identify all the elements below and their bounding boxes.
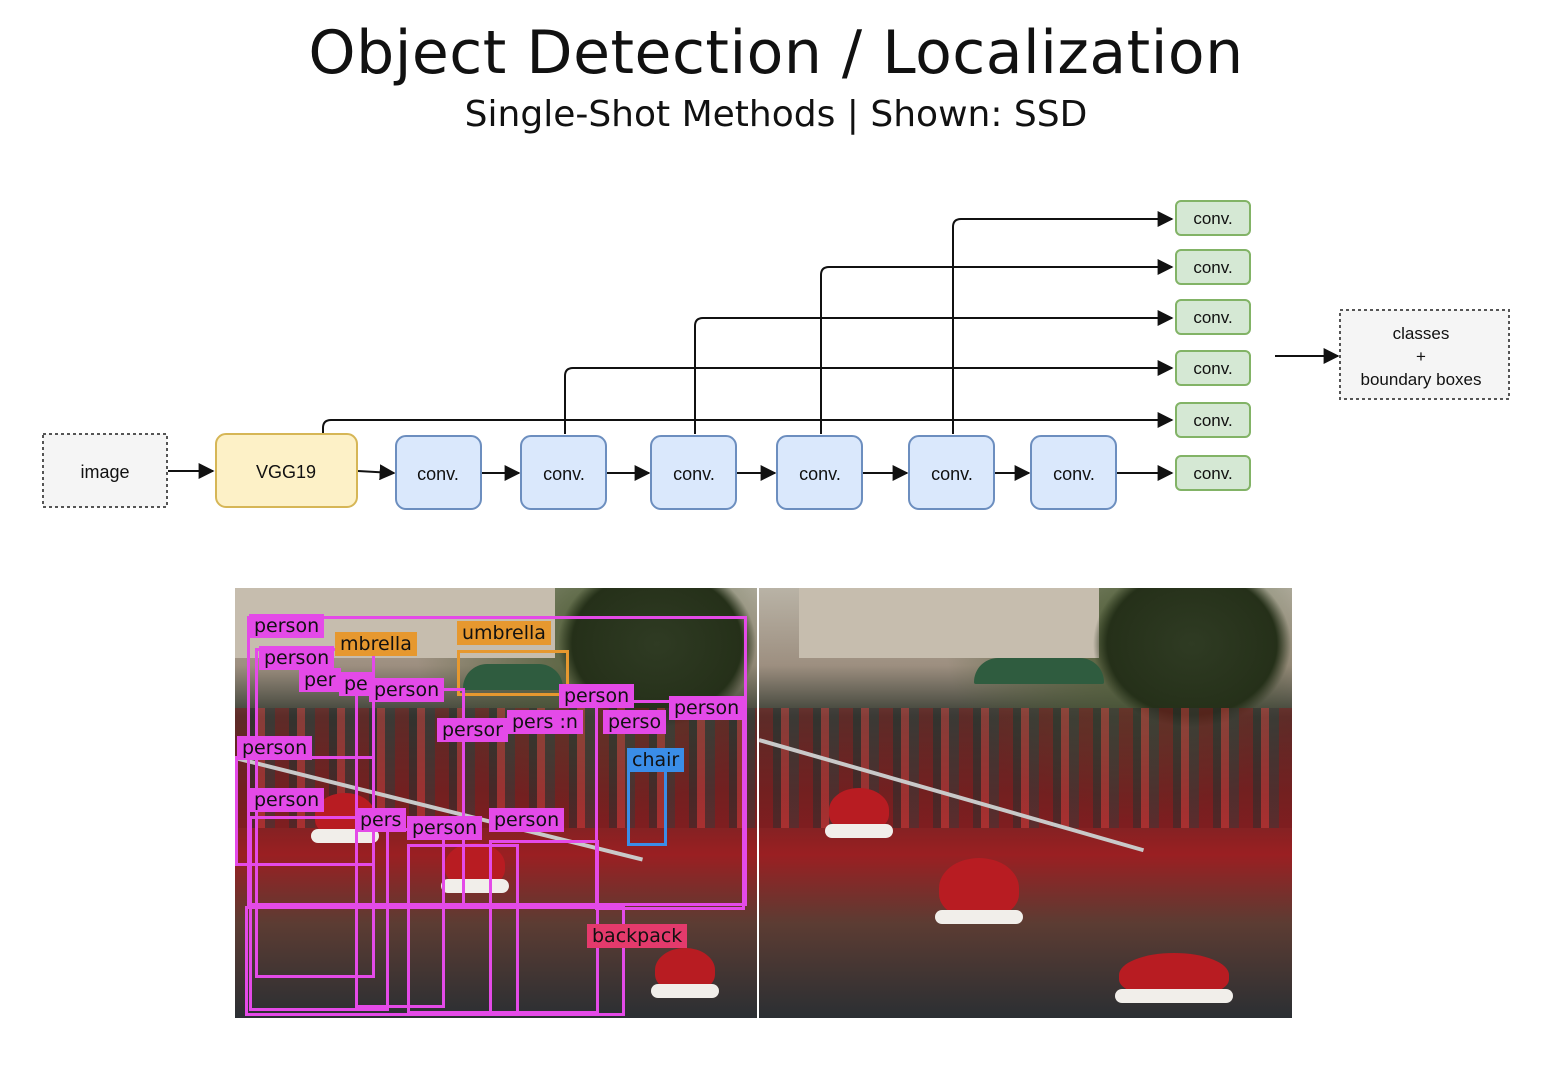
detection-photo-original — [759, 588, 1292, 1018]
conv-node-3: conv. — [650, 435, 737, 510]
input-image-label: image — [80, 462, 129, 482]
detection-label-person: person — [249, 614, 325, 638]
detection-label-person: person — [249, 788, 325, 812]
detection-label-backpack: backpack — [587, 924, 688, 948]
detection-label-umbrella: umbrella — [457, 621, 551, 645]
ssd-architecture-diagram: image VGG19 conv. conv. conv. conv. conv… — [42, 200, 1510, 510]
conv-node-6-label: conv. — [1053, 464, 1095, 484]
output-label-boxes: boundary boxes — [1361, 370, 1482, 389]
detection-heads: conv. conv. conv. conv. conv. conv. — [1175, 200, 1251, 491]
conv-node-4: conv. — [776, 435, 863, 510]
detection-label-chair: chair — [627, 748, 685, 772]
conv-node-4-label: conv. — [799, 464, 841, 484]
conv-node-5-label: conv. — [931, 464, 973, 484]
detection-box-chair — [627, 766, 667, 846]
input-image-node: image — [42, 433, 168, 508]
detection-label-person: pers :n — [507, 710, 583, 734]
skip-line-conv5 — [952, 211, 1174, 434]
detection-label-person: per — [299, 668, 341, 692]
detection-label-person: person — [259, 646, 335, 670]
head-node-5: conv. — [1175, 402, 1251, 438]
chain-arrows — [168, 348, 1340, 481]
slide-subtitle: Single-Shot Methods | Shown: SSD — [464, 94, 1088, 135]
conv-node-1: conv. — [395, 435, 482, 510]
skip-line-conv4 — [820, 259, 1174, 434]
detection-label-person: person — [369, 678, 445, 702]
head-node-3-label: conv. — [1193, 308, 1232, 327]
detection-label-person: person — [489, 808, 565, 832]
output-label-classes: classes — [1393, 324, 1450, 343]
conv-node-2: conv. — [520, 435, 607, 510]
detection-label-person: pers — [355, 808, 407, 832]
skip-connections — [322, 211, 1174, 434]
head-node-4: conv. — [1175, 350, 1251, 386]
conv-node-5: conv. — [908, 435, 995, 510]
output-node: classes + boundary boxes — [1339, 309, 1510, 400]
detection-label-person: person — [559, 684, 635, 708]
detection-label-person: person — [237, 736, 313, 760]
slide-title: Object Detection / Localization — [308, 18, 1244, 88]
skip-line-conv2 — [564, 360, 1174, 434]
conv-node-2-label: conv. — [543, 464, 585, 484]
detection-box-umbrella — [457, 650, 569, 696]
detection-label-person: person — [669, 696, 745, 720]
skip-line-vgg — [322, 412, 1174, 434]
output-label-plus: + — [1416, 347, 1426, 366]
detection-box — [249, 816, 389, 1011]
head-node-1-label: conv. — [1193, 209, 1232, 228]
head-node-2-label: conv. — [1193, 258, 1232, 277]
detection-label-umbrella: mbrella — [335, 632, 417, 656]
detection-box — [247, 616, 747, 906]
detection-label-person: persor — [437, 718, 508, 742]
head-node-6: conv. — [1175, 455, 1251, 491]
detection-photo-annotated: person mbrella umbrella person per pe pe… — [235, 588, 757, 1018]
head-node-2: conv. — [1175, 249, 1251, 285]
head-node-6-label: conv. — [1193, 464, 1232, 483]
detection-label-person: pe — [339, 672, 373, 696]
head-node-5-label: conv. — [1193, 411, 1232, 430]
conv-node-3-label: conv. — [673, 464, 715, 484]
vgg19-node: VGG19 — [215, 433, 358, 508]
conv-node-6: conv. — [1030, 435, 1117, 510]
head-node-3: conv. — [1175, 299, 1251, 335]
detection-box — [407, 844, 519, 1014]
detection-box — [245, 906, 625, 1016]
head-node-4-label: conv. — [1193, 359, 1232, 378]
conv-node-1-label: conv. — [417, 464, 459, 484]
conv-chain: conv. conv. conv. conv. conv. conv. — [395, 435, 1117, 510]
head-node-1: conv. — [1175, 200, 1251, 236]
detection-label-person: perso — [603, 710, 667, 734]
detection-label-person: person — [407, 816, 483, 840]
skip-line-conv3 — [694, 310, 1174, 434]
vgg19-label: VGG19 — [256, 462, 316, 482]
